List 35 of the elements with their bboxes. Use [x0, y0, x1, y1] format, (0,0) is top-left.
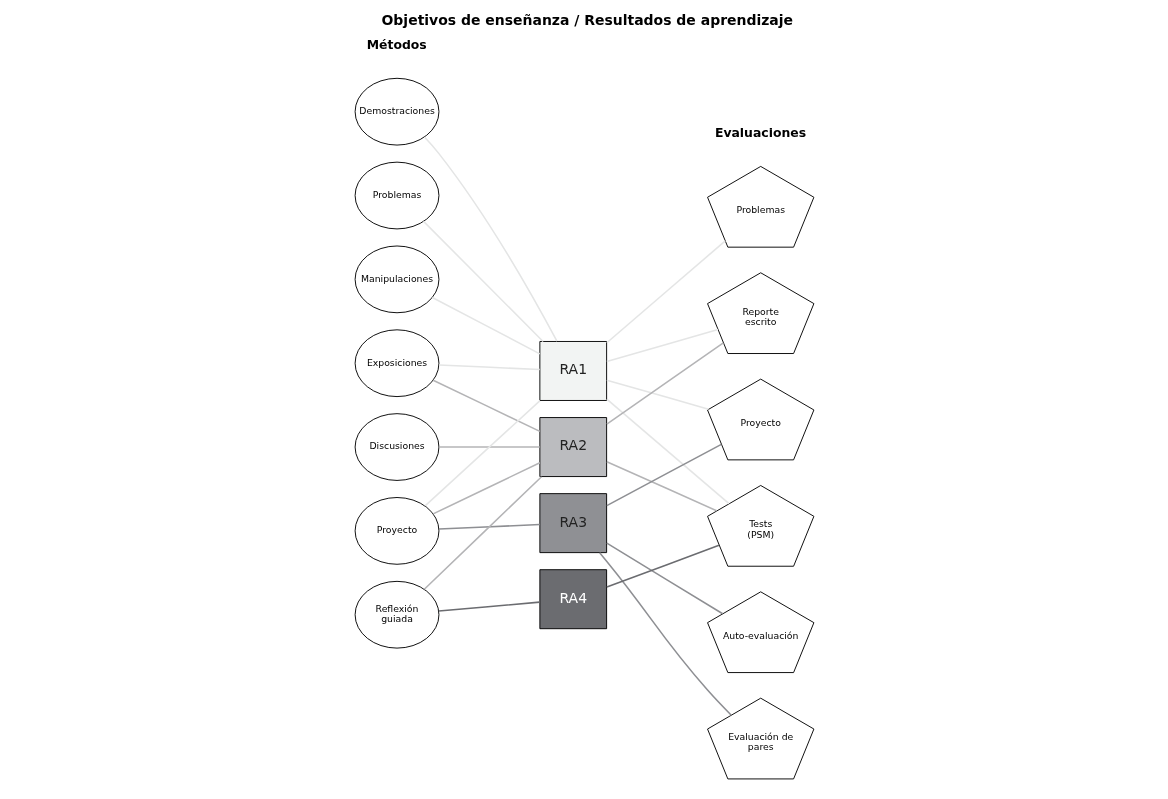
node-box: RA2: [538, 417, 607, 477]
node-ellipse: Demostraciones: [354, 77, 439, 146]
connector: [605, 328, 719, 363]
connector: [605, 460, 717, 512]
label: Evaluaciones: [714, 125, 806, 141]
connector: [431, 296, 541, 355]
connector: [437, 601, 540, 612]
connector: [605, 544, 720, 588]
connector: [605, 379, 709, 410]
connector: [431, 461, 541, 515]
connector: [423, 136, 558, 342]
connector: [437, 364, 540, 371]
connector: [437, 446, 540, 448]
node-ellipse: Reflexión guiada: [354, 580, 439, 649]
node-box: RA3: [538, 493, 607, 554]
connector: [605, 240, 726, 344]
node-ellipse: Problemas: [354, 161, 439, 230]
connector: [437, 523, 540, 530]
connector: [431, 379, 541, 433]
connector: [423, 399, 541, 507]
connector: [605, 398, 730, 505]
label: Métodos: [366, 37, 427, 53]
node-ellipse: Discusiones: [354, 413, 439, 481]
connector: [423, 475, 542, 591]
node-box: RA1: [538, 341, 607, 401]
connector: [605, 443, 722, 507]
connector: [605, 542, 723, 615]
diagram-title: Objetivos de enseñanza / Resultados de aprendizaje: [381, 12, 793, 29]
connector: [422, 220, 544, 343]
node-ellipse: Proyecto: [354, 497, 439, 565]
node-box: RA4: [538, 569, 607, 630]
connector: [605, 342, 724, 425]
node-ellipse: Exposiciones: [354, 329, 439, 398]
node-ellipse: Manipulaciones: [354, 245, 439, 314]
connector: [598, 551, 732, 716]
